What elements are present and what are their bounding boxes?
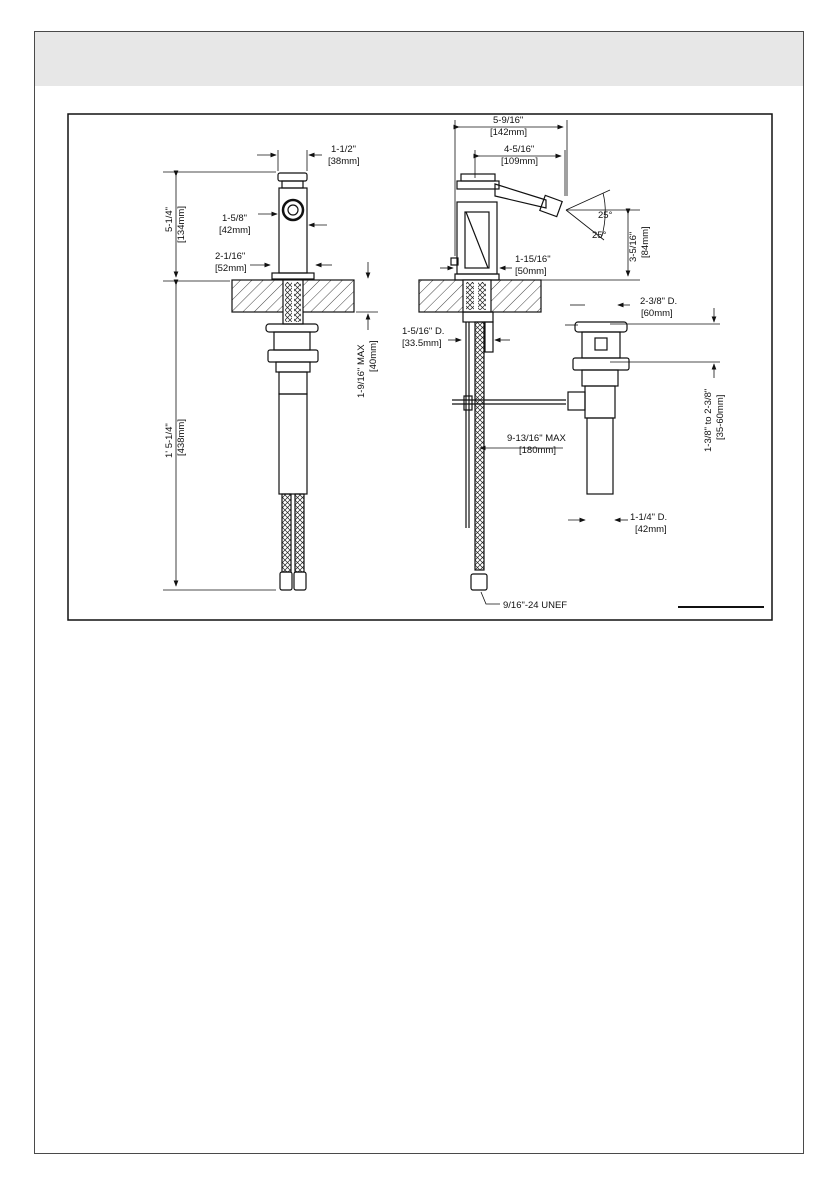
base-width-label: 2-1/16"	[215, 251, 245, 262]
drawing-frame	[68, 114, 772, 620]
handle-dia-mm-label: [42mm]	[219, 225, 251, 236]
spout-height-mm-label: [84mm]	[640, 226, 651, 258]
handle-dia-label: 1-5/8"	[222, 213, 247, 224]
drain-flange-label: 2-3/8" D.	[640, 296, 677, 307]
drain-range-label: 1-3/8" to 2-3/8"	[703, 389, 714, 452]
below-deck-mm-label: [438mm]	[176, 419, 187, 456]
drain-flange-mm-label: [60mm]	[641, 308, 673, 319]
reach-total-mm-label: [142mm]	[490, 127, 527, 138]
spout-height-label: 3-5/16"	[628, 232, 639, 262]
angle-down-label: 25°	[592, 230, 607, 241]
top-width-mm-label: [38mm]	[328, 156, 360, 167]
deck-max-mm-label: [40mm]	[368, 340, 379, 372]
below-deck-label: 1' 5-1/4"	[164, 423, 175, 458]
overall-height-mm-label: [134mm]	[176, 206, 187, 243]
hole-dia-mm-label: [33.5mm]	[402, 338, 442, 349]
deck-max-label: 1-9/16" MAX	[356, 344, 367, 398]
thread-label: 9/16"-24 UNEF	[503, 600, 567, 611]
tail-dia-label: 1-1/4" D.	[630, 512, 667, 523]
rod-max-label: 9-13/16" MAX	[507, 433, 566, 444]
reach-total-label: 5-9/16"	[493, 115, 523, 126]
side-base-mm-label: [50mm]	[515, 266, 547, 277]
reach-spout-mm-label: [109mm]	[501, 156, 538, 167]
base-width-mm-label: [52mm]	[215, 263, 247, 274]
reach-spout-label: 4-5/16"	[504, 144, 534, 155]
top-width-label: 1-1/2"	[331, 144, 356, 155]
rod-max-mm-label: [180mm]	[519, 445, 556, 456]
side-view	[419, 174, 566, 590]
angle-up-label: 25°	[598, 210, 613, 221]
tail-dia-mm-label: [42mm]	[635, 524, 667, 535]
side-base-label: 1-15/16"	[515, 254, 551, 265]
drain-range-mm-label: [35-60mm]	[715, 395, 726, 440]
hole-dia-label: 1-5/16" D.	[402, 326, 444, 337]
overall-height-label: 5-1/4"	[164, 207, 175, 232]
drain-view	[568, 322, 629, 494]
